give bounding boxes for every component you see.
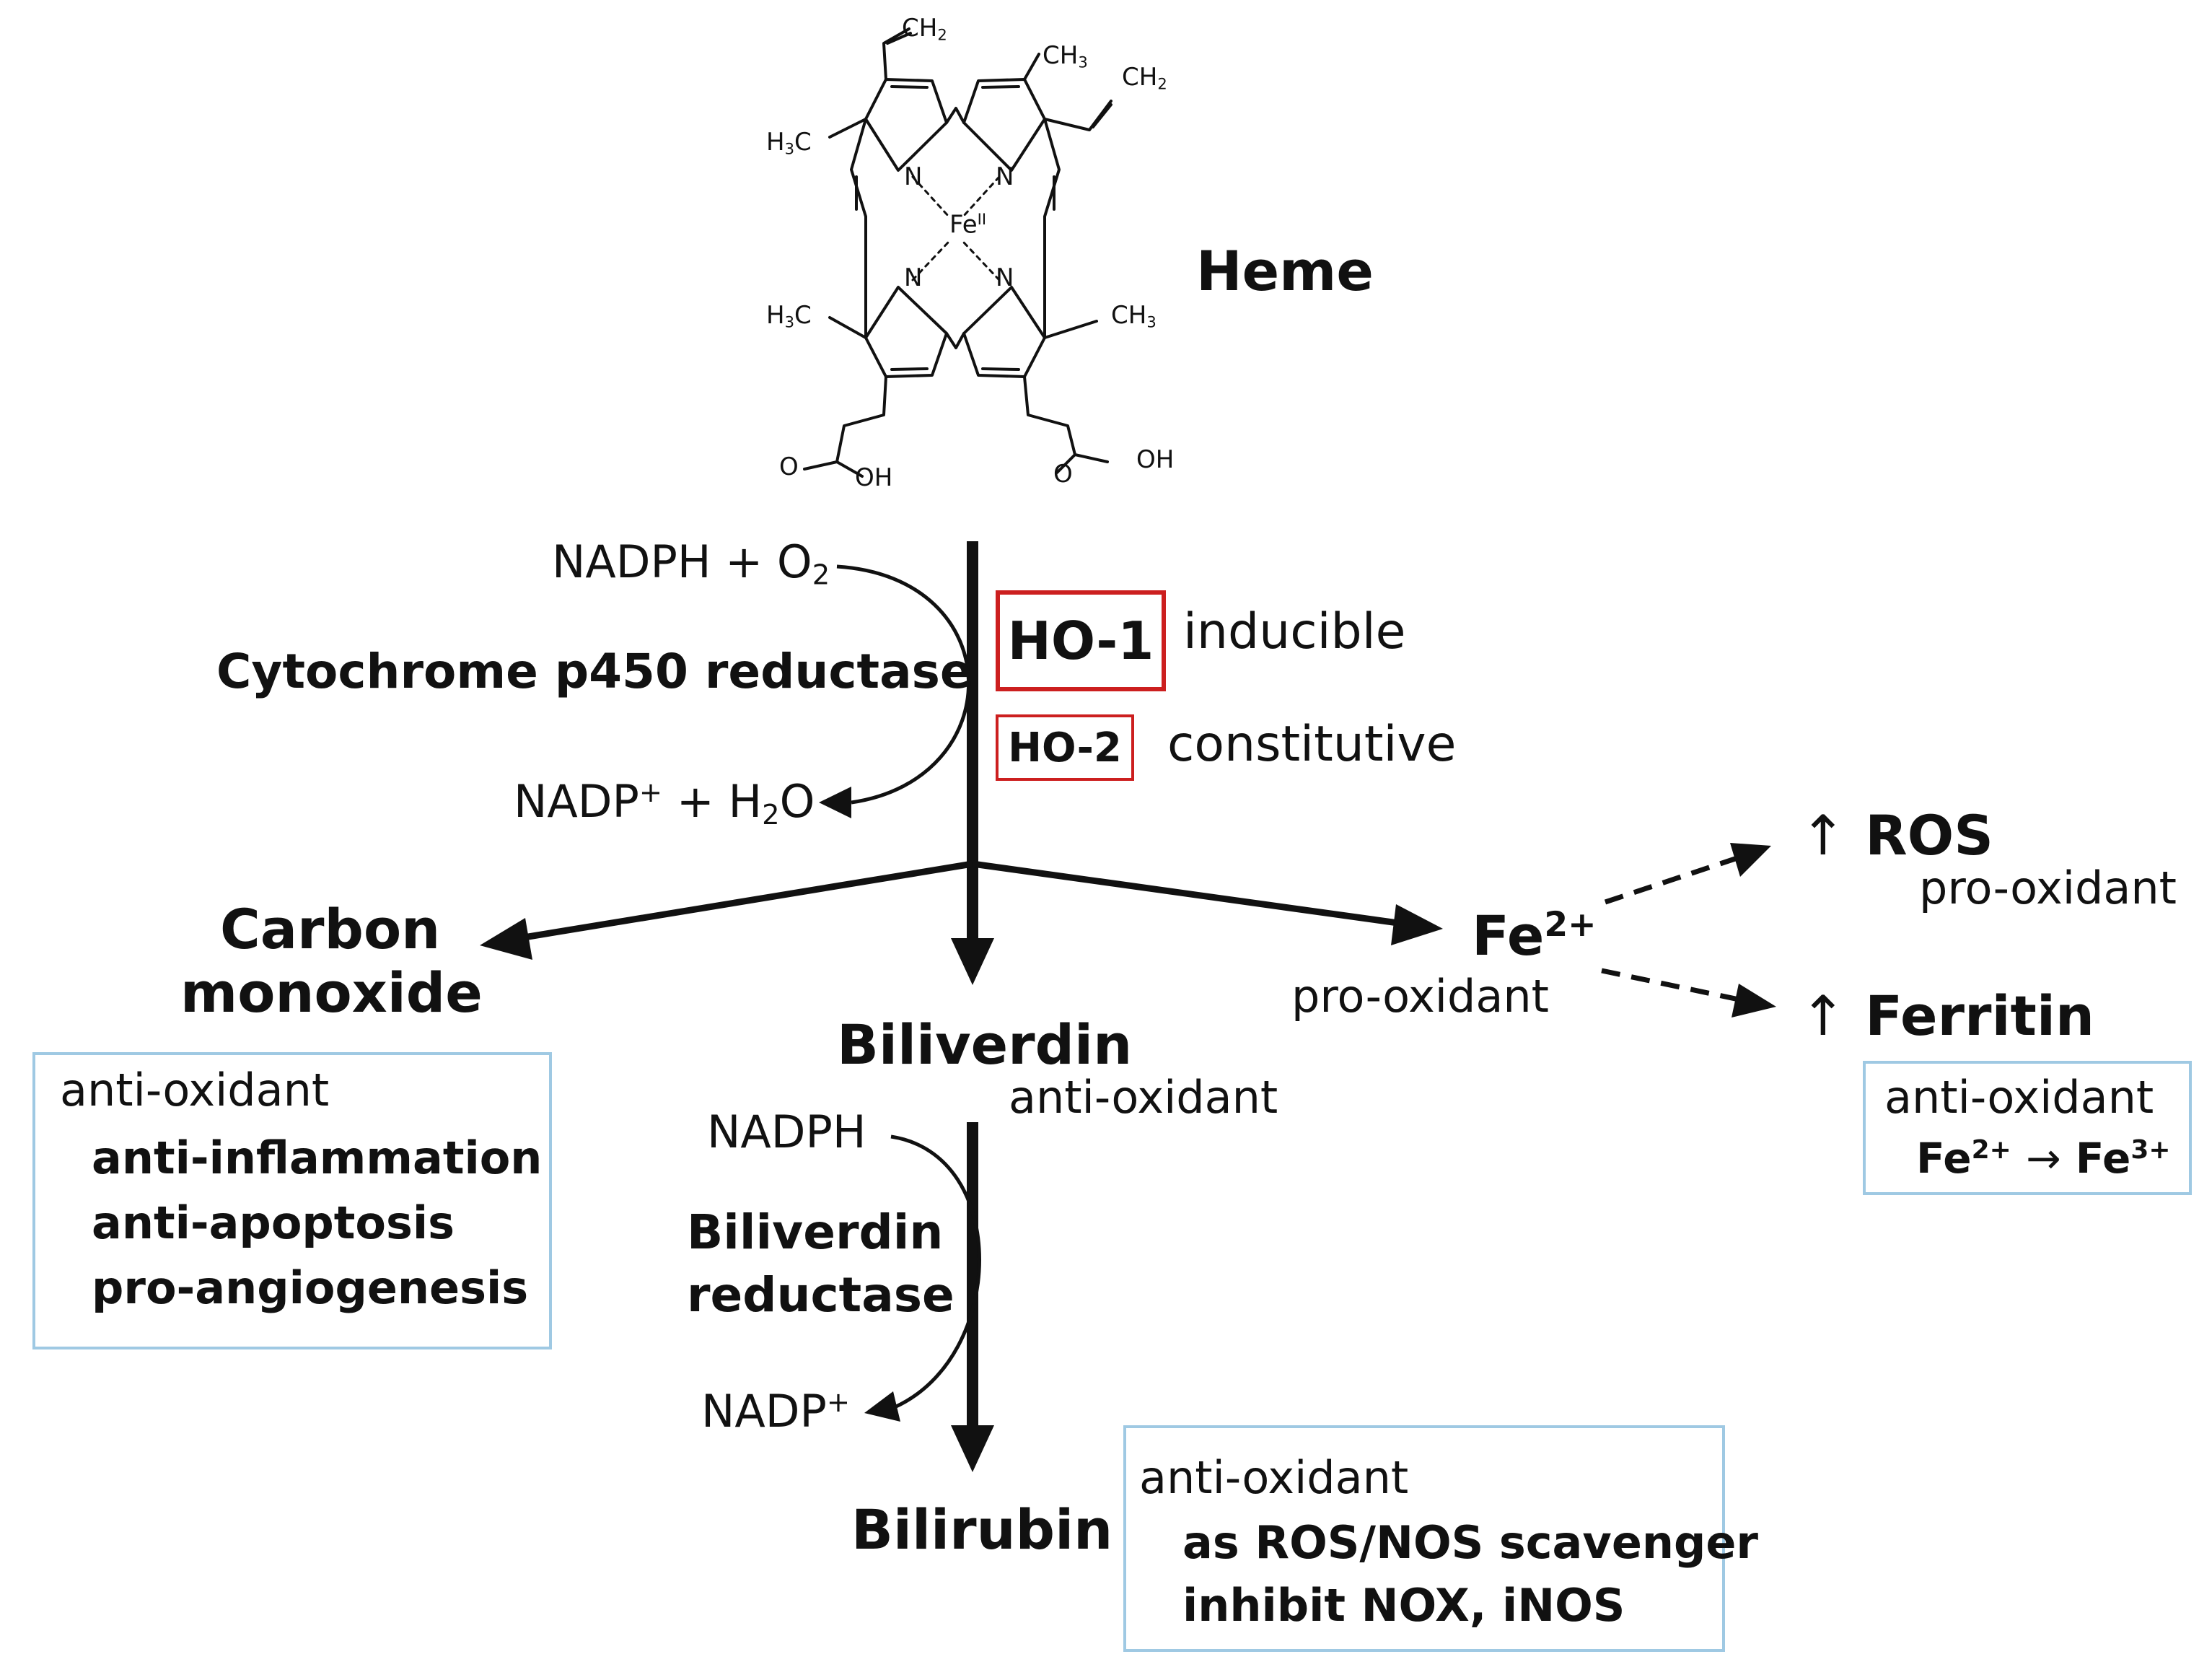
biliverdin-label: Biliverdin — [837, 1012, 1133, 1077]
bilirubin-effect-item: inhibit NOX, iNOS — [1182, 1579, 1625, 1632]
heme-n-br: N — [996, 263, 1014, 292]
heme-ch2-top: CH2 — [902, 14, 947, 44]
ferritin-box-header: anti-oxidant — [1884, 1071, 2154, 1124]
cofactor1-head — [819, 787, 851, 818]
fe-to-ferritin-head — [1732, 984, 1776, 1018]
biliverdin-reductase-line1: Biliverdin — [687, 1204, 944, 1260]
biliverdin-note: anti-oxidant — [1009, 1071, 1278, 1124]
carbon-monoxide-effects-box: anti-oxidant anti-inflammation anti-apop… — [32, 1052, 552, 1349]
cofactor2-head — [864, 1391, 900, 1422]
up-arrow-icon: ↑ — [1800, 803, 1846, 867]
ferritin-conversion: Fe2+ → Fe3+ — [1916, 1134, 2171, 1183]
fe2-label: Fe2+ — [1472, 903, 1597, 968]
heme-ch3-top: CH3 — [1043, 41, 1088, 71]
ferritin-effects-box: anti-oxidant Fe2+ → Fe3+ — [1863, 1061, 2192, 1195]
ho2-label: HO-2 — [1008, 724, 1122, 771]
cofactor2-output: NADP+ — [701, 1385, 851, 1438]
heme-oh-left: OH — [855, 463, 893, 492]
fe2-note: pro-oxidant — [1291, 970, 1549, 1023]
heme-ch3-bottom: CH3 — [1111, 301, 1157, 331]
heme-title: Heme — [1196, 239, 1374, 303]
branch-to-fe — [972, 860, 1404, 927]
cofactor2-curve — [890, 1134, 981, 1409]
ho2-description: constitutive — [1167, 716, 1457, 773]
second-arrow-head — [951, 1425, 994, 1472]
ho1-enzyme-box: HO-1 — [996, 590, 1166, 691]
heme-oh-right: OH — [1136, 445, 1175, 474]
heme-o-left: O — [779, 452, 799, 481]
heme-fe: FeII — [949, 210, 987, 240]
co-effect-item: pro-angiogenesis — [92, 1261, 529, 1314]
heme-n-tr: N — [996, 162, 1014, 191]
fe-to-ros-arrow — [1604, 856, 1737, 905]
cofactor1-output: NADP+ + H2O — [514, 775, 815, 831]
bilirubin-label: Bilirubin — [851, 1497, 1113, 1562]
heme-o-right: O — [1053, 460, 1073, 489]
cofactor2-input: NADPH — [707, 1106, 866, 1158]
main-arrow-head — [951, 938, 994, 985]
cofactor1-curve — [836, 564, 970, 805]
branch-to-fe-head — [1391, 904, 1443, 945]
up-arrow-icon: ↑ — [1800, 984, 1846, 1048]
cytochrome-p450-reductase-label: Cytochrome p450 reductase — [216, 644, 973, 699]
branch-to-co-head — [480, 918, 532, 960]
ros-note: pro-oxidant — [1919, 862, 2177, 914]
ferritin-label: ↑ Ferritin — [1800, 984, 2095, 1048]
co-effect-item: anti-apoptosis — [92, 1196, 455, 1249]
heme-n-bl: N — [904, 263, 923, 292]
bilirubin-box-header: anti-oxidant — [1139, 1451, 1409, 1504]
branch-to-co — [519, 860, 973, 942]
bilirubin-effect-item: as ROS/NOS scavenger — [1182, 1516, 1759, 1569]
fe-to-ferritin-arrow — [1601, 968, 1739, 1002]
cofactor1-input: NADPH + O2 — [552, 535, 830, 592]
right-arrow-icon: → — [2025, 1134, 2061, 1183]
carbon-monoxide-label-line1: Carbon — [220, 897, 441, 961]
co-effect-item: anti-inflammation — [92, 1132, 543, 1184]
ho1-label: HO-1 — [1007, 611, 1154, 671]
heme-h3c-bottom: H3C — [766, 301, 812, 331]
heme-ch2-right: CH2 — [1122, 63, 1167, 93]
heme-h3c-top: H3C — [766, 128, 812, 158]
ho2-enzyme-box: HO-2 — [996, 714, 1134, 781]
co-box-header: anti-oxidant — [60, 1064, 330, 1116]
ros-label: ↑ ROS — [1800, 803, 1994, 867]
fe-to-ros-head — [1730, 843, 1771, 877]
biliverdin-reductase-line2: reductase — [687, 1267, 954, 1323]
heme-n-tl: N — [904, 162, 923, 191]
ho1-description: inducible — [1183, 603, 1406, 660]
bilirubin-effects-box: anti-oxidant as ROS/NOS scavenger inhibi… — [1123, 1425, 1758, 1652]
carbon-monoxide-label-line2: monoxide — [180, 961, 483, 1025]
heme-structure — [803, 27, 1112, 478]
